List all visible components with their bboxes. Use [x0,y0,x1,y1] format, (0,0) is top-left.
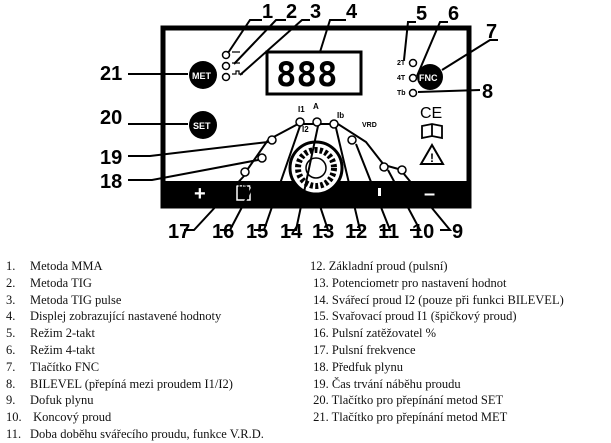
bar-minus: – [424,183,435,205]
legend-item: 14. Svářecí proud I2 (pouze při funkci B… [310,292,564,307]
manual-book-icon [421,123,443,140]
legend-item: 11.Doba doběhu svářecího proudu, funkce … [6,426,264,441]
legend-item: 8.BILEVEL (přepíná mezi proudem I1/I2) [6,376,233,391]
led-postfuk [397,165,407,175]
led-upslope [267,135,277,145]
legend-item: 19. Čas trvání náběhu proudu [310,376,461,391]
callout-2: 2 [286,1,297,23]
callout-13: 13 [312,221,334,243]
met-button-label: MET [192,71,212,81]
mode-2t-label: 2T [397,60,406,67]
set-button[interactable] [189,111,217,139]
met-button[interactable] [189,61,217,89]
callout-16: 16 [212,221,234,243]
bar-plus: + [194,183,206,205]
legend-item: 7.Tlačítko FNC [6,359,100,374]
legend-item: 10. Koncový proud [6,410,112,425]
label-i2: I2 [302,125,309,134]
legend-item: 18. Předfuk plynu [310,359,404,374]
led-bilevel [408,88,418,98]
legend-right: 12. Základní proud (pulsní) 13. Potencio… [310,258,564,426]
callout-18: 18 [100,171,122,193]
legend-left: 1.Metoda MMA 2.Metoda TIG 3.Metoda TIG p… [6,258,264,443]
mode-tb-label: Tb [397,90,406,97]
bar-gas-icon [378,188,381,196]
led-mma [221,50,231,60]
led-4t [408,73,418,83]
callout-21: 21 [100,63,122,85]
callout-10: 10 [412,221,434,243]
callout-5: 5 [416,3,427,25]
callout-11: 11 [378,221,399,243]
callout-9: 9 [452,221,463,243]
callout-lines [128,19,498,231]
callout-8: 8 [482,81,493,103]
callout-3: 3 [310,1,321,23]
warning-exclamation: ! [430,151,434,165]
set-button-label: SET [193,121,211,131]
label-ib: Ib [337,111,344,120]
legend-item: 20. Tlačítko pro přepínání metod SET [310,393,504,408]
legend-item: 6.Režim 4-takt [6,342,95,357]
fnc-button[interactable] [417,64,443,90]
legend-item: 13. Potenciometr pro nastavení hodnot [310,275,507,290]
led-end-current [379,162,389,172]
callout-12: 12 [345,221,367,243]
led-downslope [347,135,357,145]
display-digits: 888 [276,55,337,95]
label-a: A [313,102,319,111]
legend-item: 2.Metoda TIG [6,275,92,290]
callout-6: 6 [448,3,459,25]
callout-17: 17 [168,221,190,243]
led-prefuk [257,153,267,163]
legend-item: 5.Režim 2-takt [6,326,95,341]
callout-1: 1 [262,1,273,23]
fnc-button-label: FNC [419,73,438,83]
welder-panel-svg: + – 888 MET SET FNC 2T 4T Tb CE ! I1 A I… [100,1,498,243]
led-2t [408,58,418,68]
led-pulse-freq [240,167,250,177]
callout-4: 4 [346,1,358,23]
legend-item: 12. Základní proud (pulsní) [310,259,448,273]
callout-19: 19 [100,147,122,169]
callout-15: 15 [246,221,268,243]
legend-item: 17. Pulsní frekvence [310,342,416,357]
legend-item: 3.Metoda TIG pulse [6,292,122,307]
led-i2 [312,117,322,127]
mode-4t-label: 4T [397,75,406,82]
legend-item: 15. Svařovací proud I1 (špičkový proud) [310,309,517,324]
led-tig [221,61,231,71]
legend-item: 21. Tlačítko pro přepínání metod MET [310,410,508,425]
warning-icon [419,143,445,165]
legend-item: 4.Displej zobrazující nastavené hodnoty [6,309,222,324]
label-i1: I1 [298,105,305,114]
callout-14: 14 [280,221,303,243]
callout-7: 7 [486,21,497,43]
ce-mark: CE [420,105,442,122]
display-frame [265,50,363,96]
led-tig-pulse [221,72,231,82]
legend-item: 9.Dofuk plynu [6,393,94,408]
label-hz: Hz % [238,183,257,192]
callout-20: 20 [100,107,122,129]
label-vrd: VRD [362,122,377,129]
legend-item: 1.Metoda MMA [6,259,103,273]
legend-item: 16. Pulsní zatěžovatel % [310,326,437,341]
led-ib [329,119,339,129]
